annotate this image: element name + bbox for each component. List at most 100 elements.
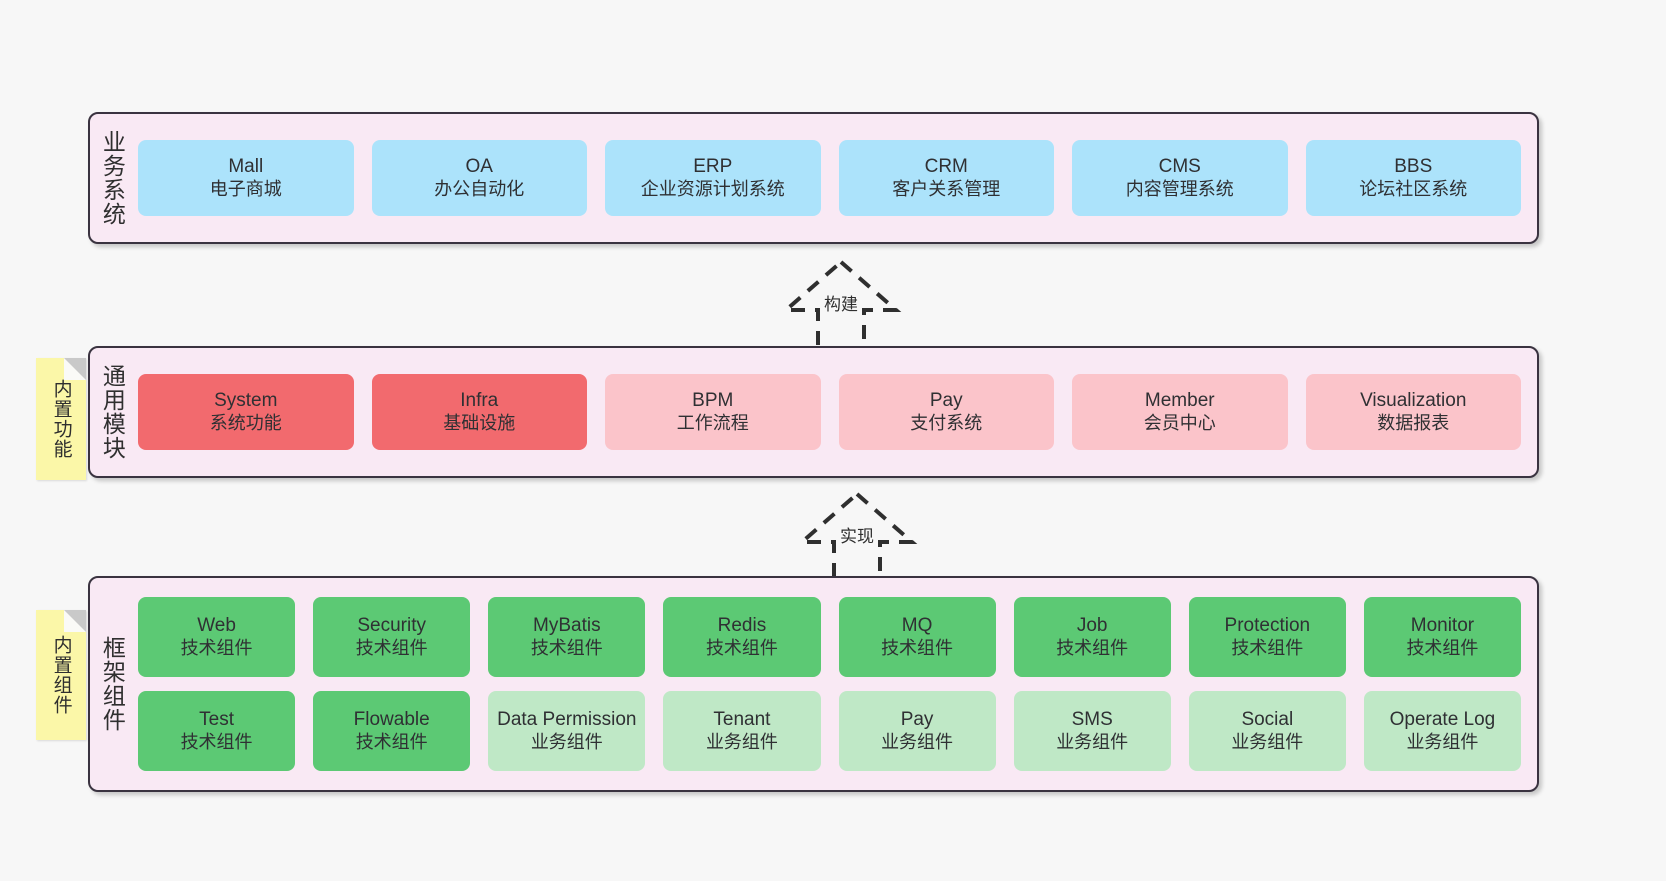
card-title: Operate Log: [1389, 709, 1496, 731]
layer-common-module-body: System 系统功能 Infra 基础设施 BPM 工作流程 Pay 支付系统…: [134, 348, 1537, 476]
card-infra[interactable]: Infra 基础设施: [371, 374, 587, 450]
card-subtitle: 支付系统: [910, 412, 983, 433]
layer-framework-component-body: Web 技术组件 Security 技术组件 MyBatis 技术组件 Redi…: [134, 578, 1537, 790]
card-title: Test: [199, 709, 234, 731]
card-crm[interactable]: CRM 客户关系管理: [838, 140, 1054, 216]
card-subtitle: 业务组件: [1056, 731, 1129, 752]
arrow-implement: 实现: [762, 486, 952, 582]
card-flowable[interactable]: Flowable 技术组件: [313, 691, 471, 771]
card-security[interactable]: Security 技术组件: [313, 597, 471, 677]
card-row: Mall 电子商城 OA 办公自动化 ERP 企业资源计划系统 CRM 客户关系…: [138, 140, 1521, 216]
card-title: Pay: [929, 390, 963, 412]
card-title: ERP: [693, 156, 733, 178]
sticky-note-builtin-components: 内置组件: [36, 610, 86, 740]
card-social[interactable]: Social 业务组件: [1188, 691, 1346, 771]
card-title: Data Permission: [497, 709, 637, 731]
card-visualization[interactable]: Visualization 数据报表: [1305, 374, 1521, 450]
layer-common-module: 通用模块 System 系统功能 Infra 基础设施 BPM 工作流程 Pay…: [88, 346, 1539, 478]
card-bpm[interactable]: BPM 工作流程: [605, 374, 821, 450]
layer-business-system: 业务系统 Mall 电子商城 OA 办公自动化 ERP 企业资源计划系统 CRM…: [88, 112, 1539, 244]
card-title: BPM: [692, 390, 734, 412]
layer-framework-component-label: 框架组件: [99, 636, 126, 732]
sticky-note-builtin-features: 内置功能: [36, 358, 86, 480]
card-title: Redis: [717, 615, 767, 637]
card-title: Web: [197, 615, 236, 637]
card-subtitle: 论坛社区系统: [1359, 178, 1468, 199]
card-operate-log[interactable]: Operate Log 业务组件: [1363, 691, 1521, 771]
card-system[interactable]: System 系统功能: [138, 374, 354, 450]
card-title: Visualization: [1360, 390, 1467, 412]
arrow-build: 构建: [746, 254, 936, 350]
card-title: Pay: [900, 709, 934, 731]
card-data-permission[interactable]: Data Permission 业务组件: [488, 691, 646, 771]
layer-framework-component: 框架组件 Web 技术组件 Security 技术组件 MyBatis 技术组件…: [88, 576, 1539, 792]
card-subtitle: 技术组件: [705, 637, 778, 658]
layer-business-system-body: Mall 电子商城 OA 办公自动化 ERP 企业资源计划系统 CRM 客户关系…: [134, 114, 1537, 242]
card-title: Job: [1076, 615, 1108, 637]
card-mybatis[interactable]: MyBatis 技术组件: [488, 597, 646, 677]
card-row: Test 技术组件 Flowable 技术组件 Data Permission …: [138, 691, 1521, 771]
card-subtitle: 客户关系管理: [892, 178, 1001, 199]
dashed-up-arrow-icon: [796, 491, 918, 582]
card-subtitle: 业务组件: [881, 731, 954, 752]
card-subtitle: 业务组件: [705, 731, 778, 752]
card-member[interactable]: Member 会员中心: [1072, 374, 1288, 450]
card-title: Protection: [1224, 615, 1311, 637]
card-mq[interactable]: MQ 技术组件: [838, 597, 996, 677]
card-subtitle: 技术组件: [530, 637, 603, 658]
card-title: CMS: [1158, 156, 1201, 178]
card-web[interactable]: Web 技术组件: [138, 597, 296, 677]
card-title: Flowable: [353, 709, 430, 731]
card-subtitle: 技术组件: [355, 637, 428, 658]
card-subtitle: 内容管理系统: [1125, 178, 1234, 199]
card-subtitle: 技术组件: [1056, 637, 1129, 658]
card-title: Social: [1241, 709, 1294, 731]
card-title: CRM: [924, 156, 968, 178]
card-title: MyBatis: [533, 615, 601, 637]
card-title: Mall: [228, 156, 264, 178]
card-title: OA: [465, 156, 493, 178]
card-row: Web 技术组件 Security 技术组件 MyBatis 技术组件 Redi…: [138, 597, 1521, 677]
card-job[interactable]: Job 技术组件: [1013, 597, 1171, 677]
card-subtitle: 电子商城: [209, 178, 282, 199]
card-protection[interactable]: Protection 技术组件: [1188, 597, 1346, 677]
card-tenant[interactable]: Tenant 业务组件: [663, 691, 821, 771]
card-row: System 系统功能 Infra 基础设施 BPM 工作流程 Pay 支付系统…: [138, 374, 1521, 450]
card-subtitle: 技术组件: [355, 731, 428, 752]
card-subtitle: 技术组件: [180, 637, 253, 658]
card-test[interactable]: Test 技术组件: [138, 691, 296, 771]
card-subtitle: 会员中心: [1143, 412, 1216, 433]
card-subtitle: 技术组件: [1231, 637, 1304, 658]
card-mall[interactable]: Mall 电子商城: [138, 140, 354, 216]
card-redis[interactable]: Redis 技术组件: [663, 597, 821, 677]
card-subtitle: 基础设施: [443, 412, 516, 433]
card-title: SMS: [1071, 709, 1113, 731]
card-subtitle: 业务组件: [1231, 731, 1304, 752]
card-cms[interactable]: CMS 内容管理系统: [1072, 140, 1288, 216]
card-title: System: [214, 390, 278, 412]
card-subtitle: 技术组件: [180, 731, 253, 752]
card-subtitle: 技术组件: [881, 637, 954, 658]
card-sms[interactable]: SMS 业务组件: [1013, 691, 1171, 771]
card-pay-business[interactable]: Pay 业务组件: [838, 691, 996, 771]
layer-common-module-label: 通用模块: [99, 364, 126, 460]
card-subtitle: 数据报表: [1377, 412, 1450, 433]
card-subtitle: 工作流程: [676, 412, 749, 433]
card-title: Security: [357, 615, 426, 637]
card-oa[interactable]: OA 办公自动化: [371, 140, 587, 216]
card-erp[interactable]: ERP 企业资源计划系统: [605, 140, 821, 216]
card-subtitle: 系统功能: [209, 412, 282, 433]
card-bbs[interactable]: BBS 论坛社区系统: [1305, 140, 1521, 216]
card-pay[interactable]: Pay 支付系统: [838, 374, 1054, 450]
dashed-up-arrow-icon: [780, 259, 902, 350]
card-title: Infra: [460, 390, 499, 412]
card-title: Monitor: [1410, 615, 1475, 637]
card-subtitle: 办公自动化: [434, 178, 525, 199]
layer-business-system-label: 业务系统: [99, 130, 126, 226]
card-subtitle: 业务组件: [1406, 731, 1479, 752]
card-title: BBS: [1394, 156, 1433, 178]
card-title: Member: [1144, 390, 1215, 412]
card-title: Tenant: [713, 709, 771, 731]
card-monitor[interactable]: Monitor 技术组件: [1363, 597, 1521, 677]
